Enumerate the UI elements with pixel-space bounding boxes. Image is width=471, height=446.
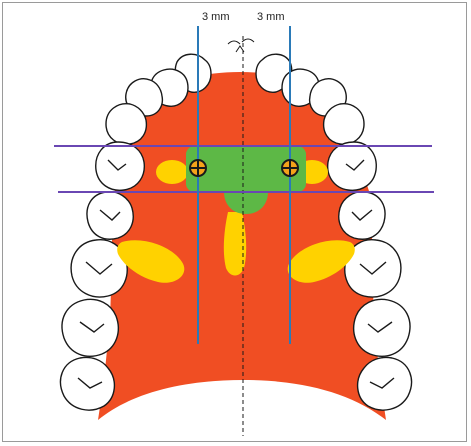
safe-zone-left-anterior	[156, 160, 188, 184]
right-measurement-label: 3 mm	[257, 11, 285, 23]
mini-screw-icon	[190, 160, 206, 176]
incisal-papilla	[228, 39, 254, 52]
left-measurement-label: 3 mm	[202, 11, 230, 23]
mini-screw-icon	[282, 160, 298, 176]
